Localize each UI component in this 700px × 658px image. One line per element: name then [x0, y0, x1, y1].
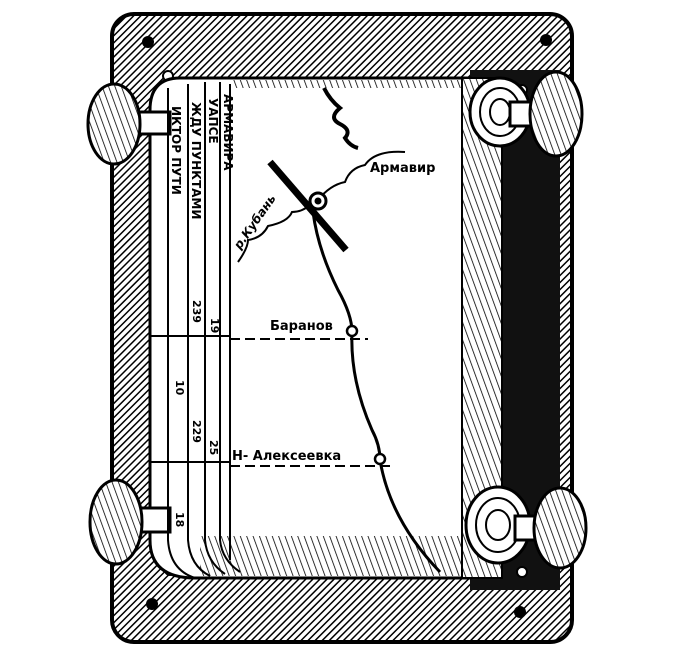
column-value: 239: [190, 300, 203, 323]
railway-line: [322, 87, 359, 150]
road-to-armavir: [317, 150, 406, 201]
column-header: ИКТОР ПУТИ: [169, 106, 183, 195]
column-value: 25: [207, 440, 220, 455]
station-label: Баранов: [270, 319, 333, 334]
route-line: [311, 211, 442, 574]
column-header: ЖДУ ПУНКТАМИ: [189, 102, 203, 219]
knob-top-left[interactable]: [86, 82, 172, 166]
column-header: АРМАВИРА: [221, 94, 235, 171]
column-headers: АРМАВИРА УАПСЕ ЖДУ ПУНКТАМИ ИКТОР ПУТИ: [169, 94, 235, 219]
column-header: УАПСЕ: [206, 98, 220, 144]
column-value: 229: [190, 420, 203, 443]
distance-columns: [150, 82, 241, 579]
column-value: 18: [173, 512, 186, 527]
knob-icons[interactable]: [86, 70, 588, 570]
column-values: 19 239 229 10 18 25: [173, 300, 221, 527]
river-kuban: [237, 204, 311, 263]
knob-bottom-left[interactable]: [88, 478, 172, 566]
knob-top-right[interactable]: [508, 70, 584, 158]
column-value: 19: [208, 318, 221, 333]
city-label: Армавир: [370, 161, 435, 176]
station-label: Н- Алексеевка: [232, 449, 341, 464]
route-map: [230, 87, 442, 574]
station-marker: [373, 452, 387, 466]
column-value: 10: [173, 380, 186, 396]
station-marker: [345, 324, 359, 338]
right-paper-roll: [461, 76, 532, 579]
knob-bottom-right[interactable]: [513, 486, 588, 570]
scale-marker: [267, 159, 349, 253]
